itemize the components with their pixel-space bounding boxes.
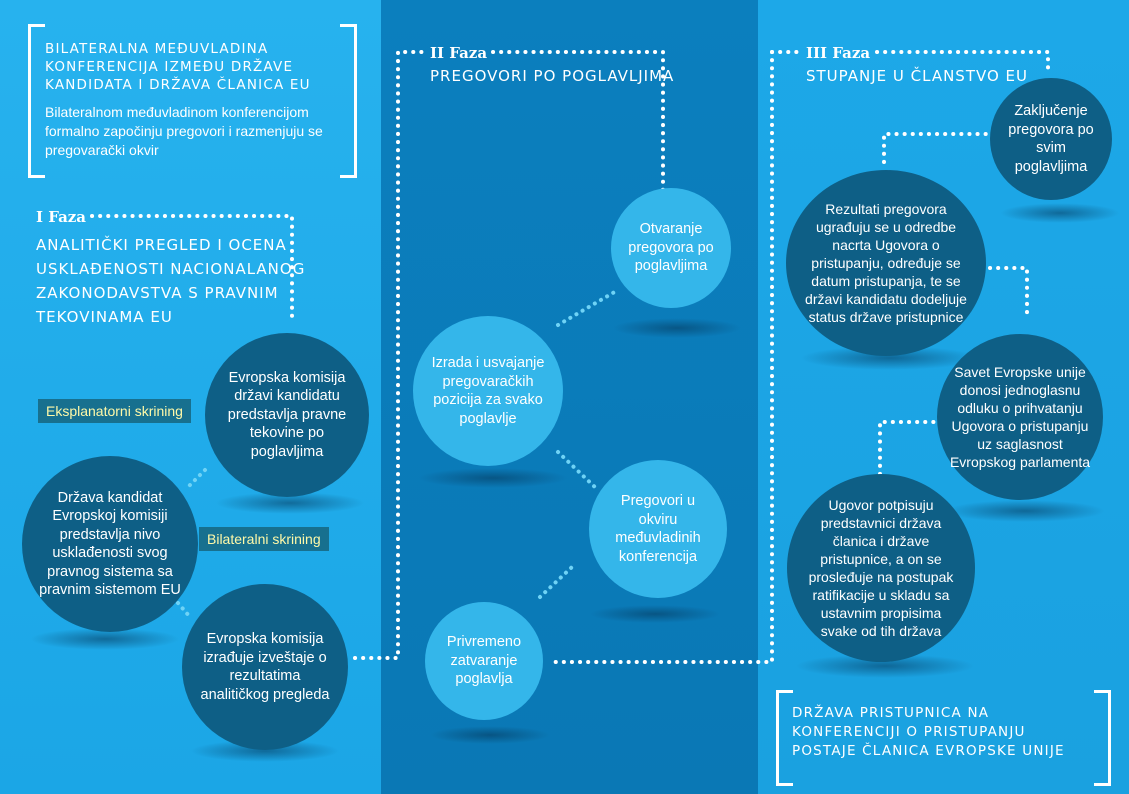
shadow [215,492,365,514]
shadow [430,726,550,744]
phase3-step-council: Savet Evropske unije donosi jednoglasnu … [937,334,1103,500]
phase2-step-opening: Otvaranje pregovora po poglavljima [611,188,731,308]
phase1-title-line: ANALITIČKI PREGLED I OCENA [36,236,287,254]
intro-title: Bilateralna međuvladina konferencija izm… [45,41,311,93]
phase1-title: ANALITIČKI PREGLED I OCENA USKLAĐENOSTI … [36,233,326,329]
phase1-step-explanatory: Evropska komisija državi kandidatu preds… [205,333,369,497]
intro-bracket-left [28,24,45,178]
phase1-title-line: ZAKONODAVSTVA S PRAVNIM [36,284,279,302]
phase1-title-line: USKLAĐENOSTI NACIONALANOG [36,260,306,278]
phase2-step-negotiations: Pregovori u okviru međuvladinih konferen… [589,460,727,598]
shadow [418,468,568,488]
phase3-label: III Faza [806,44,871,62]
phase2-step-closing: Privremeno zatvaranje poglavlja [425,602,543,720]
phase3-step-draft-treaty: Rezultati pregovora ugrađuju se u odredb… [786,170,986,356]
phase1-step-report: Evropska komisija izrađuje izveštaje o r… [182,584,348,750]
shadow [612,318,742,338]
final-bracket-right [1094,690,1111,786]
phase3-title: STUPANJE U ČLANSTVO EU [806,67,1029,85]
phase3-step-signing: Ugovor potpisuju predstavnici država čla… [787,474,975,662]
shadow [945,500,1105,522]
phase1-label: I Faza [36,208,87,226]
phase2-label: II Faza [430,44,488,62]
intro-text: Bilateralnom međuvladinom konferencijom … [45,104,323,158]
phase2-title: PREGOVORI PO POGLAVLJIMA [430,67,675,85]
shadow [1000,203,1120,223]
shadow [30,628,180,650]
tag-bilateral-screening: Bilateralni skrining [199,527,329,551]
final-bracket-left [776,690,793,786]
phase3-step-conclusion: Zaključenje pregovora po svim poglavljim… [990,78,1112,200]
phase1-step-bilateral: Država kandidat Evropskoj komisiji preds… [22,456,198,632]
intro-bracket-right [340,24,357,178]
phase2-step-positions: Izrada i usvajanje pregovaračkih pozicij… [413,316,563,466]
final-statement: Država pristupnica na konferenciji o pri… [792,705,1065,759]
phase1-title-line: TEKOVINAMA EU [36,308,173,326]
tag-explanatory-screening: Eksplanatorni skrining [38,399,191,423]
shadow [190,740,340,762]
shadow [590,605,720,623]
